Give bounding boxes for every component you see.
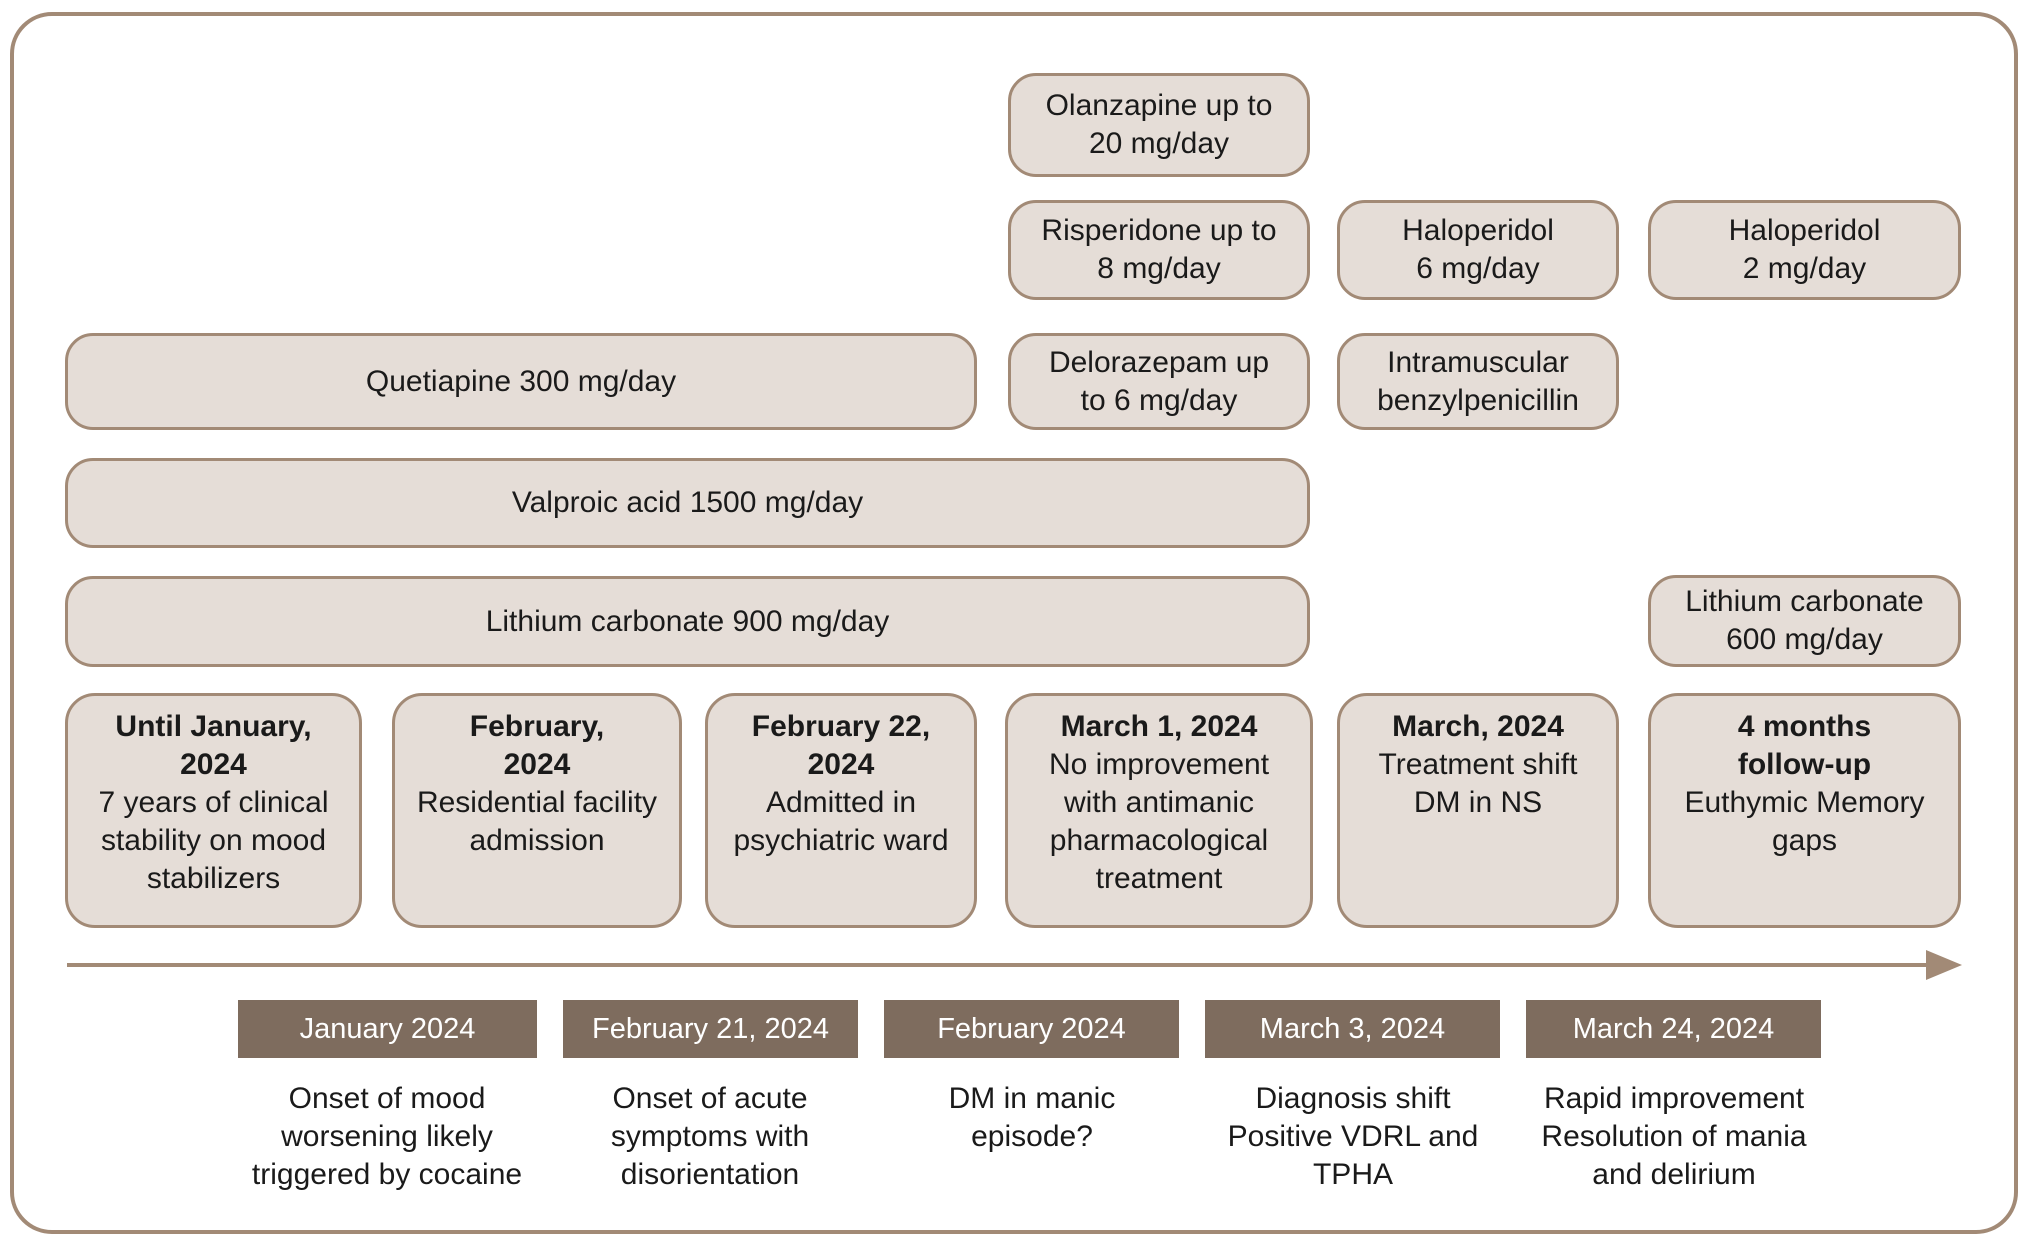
event-description-march-3-2024: Diagnosis shift Positive VDRL and TPHA xyxy=(1227,1082,1479,1191)
event-description-january-2024: Onset of mood worsening likely triggered… xyxy=(251,1082,523,1191)
med-box-valproic-acid-label: Valproic acid 1500 mg/day xyxy=(511,486,864,519)
milestone-date: Until January, 2024 xyxy=(115,710,312,781)
med-box-haloperidol-6mg-label: Haloperidol 6 mg/day xyxy=(1402,214,1554,285)
figure-border xyxy=(10,12,2018,1234)
timeline-arrow-line xyxy=(67,963,1928,967)
med-box-delorazepam: Delorazepam up to 6 mg/day xyxy=(1008,333,1310,430)
med-box-risperidone-label: Risperidone up to 8 mg/day xyxy=(1041,214,1277,285)
milestone-date: March 1, 2024 xyxy=(1060,710,1258,743)
med-box-olanzapine: Olanzapine up to 20 mg/day xyxy=(1008,73,1310,177)
med-box-delorazepam-label: Delorazepam up to 6 mg/day xyxy=(1048,345,1270,417)
milestone-box-february-2024: February, 2024 Residential facility admi… xyxy=(392,693,682,928)
milestone-description: Admitted in psychiatric ward xyxy=(733,786,949,857)
event-label-february-2024: February 2024 xyxy=(884,1000,1179,1058)
event-label-text: February 2024 xyxy=(937,1012,1126,1045)
milestone-date: February 22, 2024 xyxy=(751,710,931,781)
milestone-description: Residential facility admission xyxy=(416,786,658,857)
med-box-haloperidol-2mg-label: Haloperidol 2 mg/day xyxy=(1728,214,1881,285)
event-label-january-2024: January 2024 xyxy=(238,1000,537,1058)
event-description-february-21-2024: Onset of acute symptoms with disorientat… xyxy=(610,1082,810,1191)
milestone-description: No improvement with antimanic pharmacolo… xyxy=(1048,748,1270,895)
event-label-text: January 2024 xyxy=(299,1012,476,1045)
milestone-box-until-january-2024: Until January, 2024 7 years of clinical … xyxy=(65,693,362,928)
event-label-text: March 3, 2024 xyxy=(1259,1012,1446,1045)
milestone-box-february-22-2024: February 22, 2024 Admitted in psychiatri… xyxy=(705,693,977,928)
med-box-quetiapine-label: Quetiapine 300 mg/day xyxy=(365,364,677,398)
milestone-date: 4 months follow-up xyxy=(1737,710,1872,781)
med-box-olanzapine-label: Olanzapine up to 20 mg/day xyxy=(1045,89,1273,160)
event-label-february-21-2024: February 21, 2024 xyxy=(563,1000,858,1058)
timeline-arrow-head-icon xyxy=(1926,950,1962,980)
med-box-benzylpenicillin-label: Intramuscular benzylpenicillin xyxy=(1377,345,1579,417)
milestone-description: Treatment shift DM in NS xyxy=(1378,748,1578,819)
med-box-lithium-600-label: Lithium carbonate 600 mg/day xyxy=(1685,585,1924,656)
med-box-risperidone: Risperidone up to 8 mg/day xyxy=(1008,200,1310,300)
milestone-box-march-2024: March, 2024 Treatment shift DM in NS xyxy=(1337,693,1619,928)
med-box-benzylpenicillin: Intramuscular benzylpenicillin xyxy=(1337,333,1619,430)
milestone-box-4-months-follow-up: 4 months follow-up Euthymic Memory gaps xyxy=(1648,693,1961,928)
milestone-date: February, 2024 xyxy=(469,710,605,781)
med-box-valproic-acid: Valproic acid 1500 mg/day xyxy=(65,458,1310,548)
med-box-lithium-900-label: Lithium carbonate 900 mg/day xyxy=(485,604,890,638)
event-label-march-3-2024: March 3, 2024 xyxy=(1205,1000,1500,1058)
event-description-march-24-2024: Rapid improvement Resolution of mania an… xyxy=(1541,1082,1807,1191)
med-box-haloperidol-6mg: Haloperidol 6 mg/day xyxy=(1337,200,1619,300)
med-box-lithium-900: Lithium carbonate 900 mg/day xyxy=(65,576,1310,667)
milestone-description: Euthymic Memory gaps xyxy=(1684,786,1925,857)
med-box-quetiapine: Quetiapine 300 mg/day xyxy=(65,333,977,430)
event-label-text: March 24, 2024 xyxy=(1572,1012,1775,1045)
med-box-haloperidol-2mg: Haloperidol 2 mg/day xyxy=(1648,200,1961,300)
event-label-march-24-2024: March 24, 2024 xyxy=(1526,1000,1821,1058)
med-box-lithium-600: Lithium carbonate 600 mg/day xyxy=(1648,575,1961,667)
milestone-box-march-1-2024: March 1, 2024 No improvement with antima… xyxy=(1005,693,1313,928)
event-description-february-2024: DM in manic episode? xyxy=(948,1082,1116,1153)
milestone-date: March, 2024 xyxy=(1392,710,1564,743)
milestone-description: 7 years of clinical stability on mood st… xyxy=(98,786,329,895)
event-label-text: February 21, 2024 xyxy=(592,1012,829,1045)
